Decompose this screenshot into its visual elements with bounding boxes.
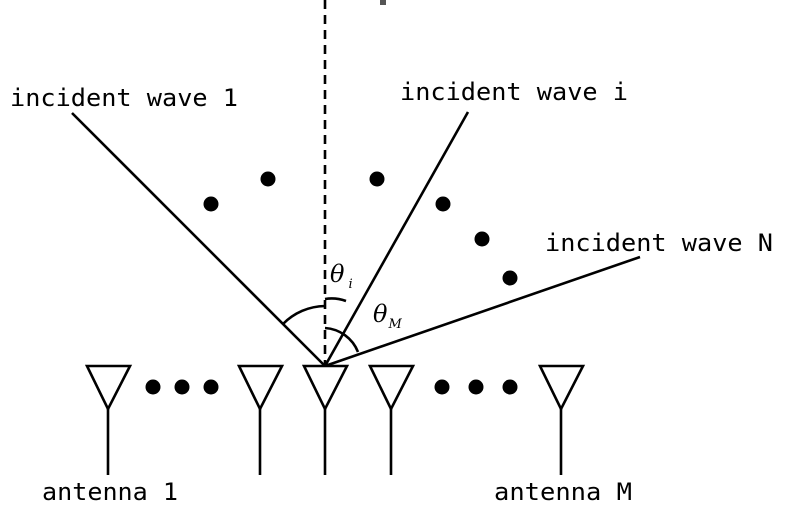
wave-ellipsis-dot <box>203 196 219 212</box>
incident-wave-i-label: incident wave i <box>400 78 628 106</box>
antenna-ellipsis-dot <box>145 379 161 395</box>
antenna-4 <box>367 364 416 475</box>
wave-ellipsis-dot <box>260 171 276 187</box>
antenna-ellipsis-dot <box>434 379 450 395</box>
angle-arc-wave-1 <box>282 304 326 325</box>
wave-ellipsis-dot <box>474 231 490 247</box>
antenna-m-label: antenna M <box>494 478 632 506</box>
antenna-1-label: antenna 1 <box>42 478 178 506</box>
incident-wave-n-ray <box>324 255 641 368</box>
antenna-ellipsis-dot <box>468 379 484 395</box>
antenna-2 <box>236 364 285 475</box>
antenna-m <box>537 364 586 475</box>
antenna-ellipsis-dot <box>502 379 518 395</box>
antenna-1 <box>84 364 133 475</box>
incident-wave-1-label: incident wave 1 <box>10 84 238 112</box>
antenna-reference <box>301 364 350 475</box>
incident-wave-1-ray <box>71 112 326 367</box>
antenna-ellipsis-dot <box>174 379 190 395</box>
incident-wave-i-ray <box>323 111 470 367</box>
wave-ellipsis-dot <box>435 196 451 212</box>
wave-ellipsis-dot <box>369 171 385 187</box>
angle-arc-theta-m <box>324 326 360 353</box>
incident-wave-n-label: incident wave N <box>545 229 773 257</box>
theta-m-label: θM <box>373 300 402 332</box>
angle-arc-theta-i <box>324 297 347 303</box>
top-tick-mark <box>380 0 386 5</box>
antenna-ellipsis-dot <box>203 379 219 395</box>
wave-ellipsis-dot <box>502 270 518 286</box>
